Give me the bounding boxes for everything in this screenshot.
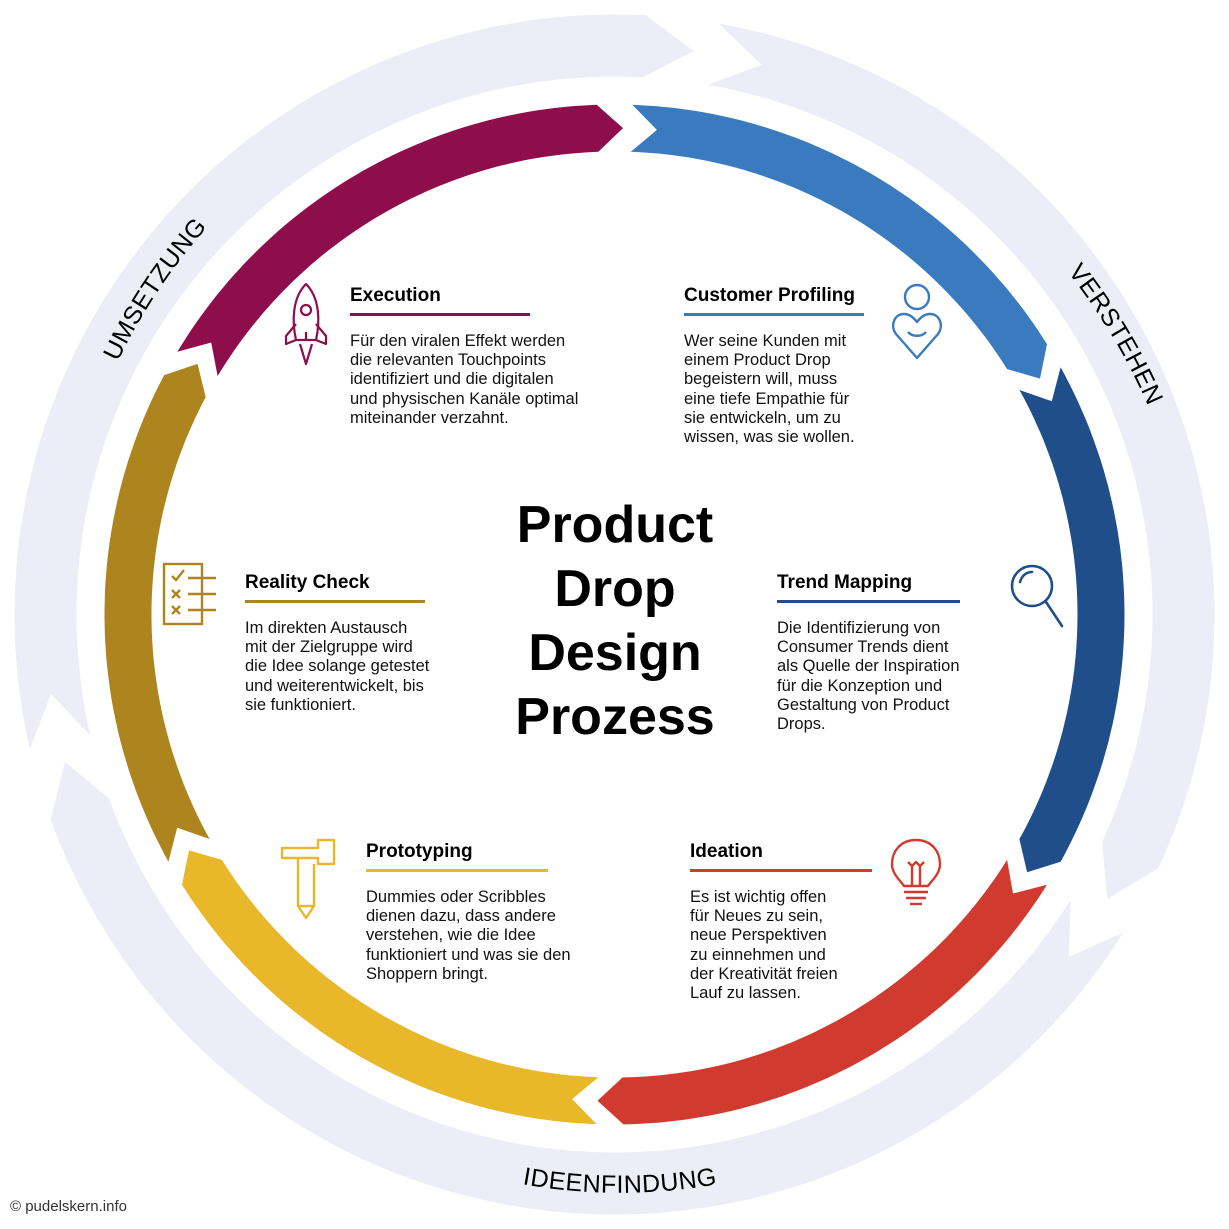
ring-segment-prototyping	[182, 850, 599, 1125]
lightbulb-icon	[890, 838, 942, 906]
inner-step-ring	[104, 104, 1125, 1125]
title-line: Prozess	[515, 688, 715, 746]
step-description: Die Identifizierung von Consumer Trends …	[777, 619, 960, 734]
ring-segment-reality-check	[104, 363, 210, 862]
step-customer-profiling: Customer Profiling Wer seine Kunden mit …	[684, 285, 884, 447]
phase-arrow-umsetzung	[14, 14, 694, 750]
rocket-icon	[284, 282, 328, 366]
ring-segment-execution	[177, 104, 624, 377]
hammer-icon	[280, 838, 336, 920]
step-title: Reality Check	[245, 572, 425, 603]
outer-phase-ring	[14, 14, 1215, 1215]
ring-segment-trend-mapping	[1019, 367, 1125, 873]
diagram-title: Product Drop Design Prozess	[465, 493, 765, 749]
step-title: Trend Mapping	[777, 572, 960, 603]
ring-segment-customer-profiling	[630, 104, 1047, 379]
step-description: Im direkten Austausch mit der Zielgruppe…	[245, 619, 430, 714]
copyright-notice: © pudelskern.info	[10, 1198, 127, 1215]
person-heart-icon	[892, 283, 942, 360]
step-title: Ideation	[690, 841, 872, 872]
step-title: Customer Profiling	[684, 285, 864, 316]
step-title: Execution	[350, 285, 530, 316]
step-execution: Execution Für den viralen Effekt werden …	[350, 285, 620, 428]
step-prototyping: Prototyping Dummies oder Scribbles diene…	[366, 841, 626, 984]
checklist-icon	[162, 562, 216, 626]
step-description: Es ist wichtig offen für Neues zu sein, …	[690, 888, 838, 1003]
step-description: Dummies oder Scribbles dienen dazu, dass…	[366, 888, 571, 983]
phase-arrow-verstehen	[707, 23, 1215, 900]
step-reality-check: Reality Check Im direkten Austausch mit …	[245, 572, 475, 715]
magnifier-icon	[1010, 564, 1064, 628]
title-line: Product	[516, 496, 714, 554]
phase-arrow-ideenfindung	[50, 761, 1124, 1215]
ring-segment-ideation	[597, 859, 1047, 1125]
step-description: Für den viralen Effekt werden die releva…	[350, 332, 579, 427]
step-title: Prototyping	[366, 841, 548, 872]
step-trend-mapping: Trend Mapping Die Identifizierung von Co…	[777, 572, 987, 734]
step-ideation: Ideation Es ist wichtig offen für Neues …	[690, 841, 890, 1003]
title-line: Drop	[554, 560, 676, 618]
step-description: Wer seine Kunden mit einem Product Drop …	[684, 332, 855, 447]
title-line: Design	[528, 624, 702, 682]
